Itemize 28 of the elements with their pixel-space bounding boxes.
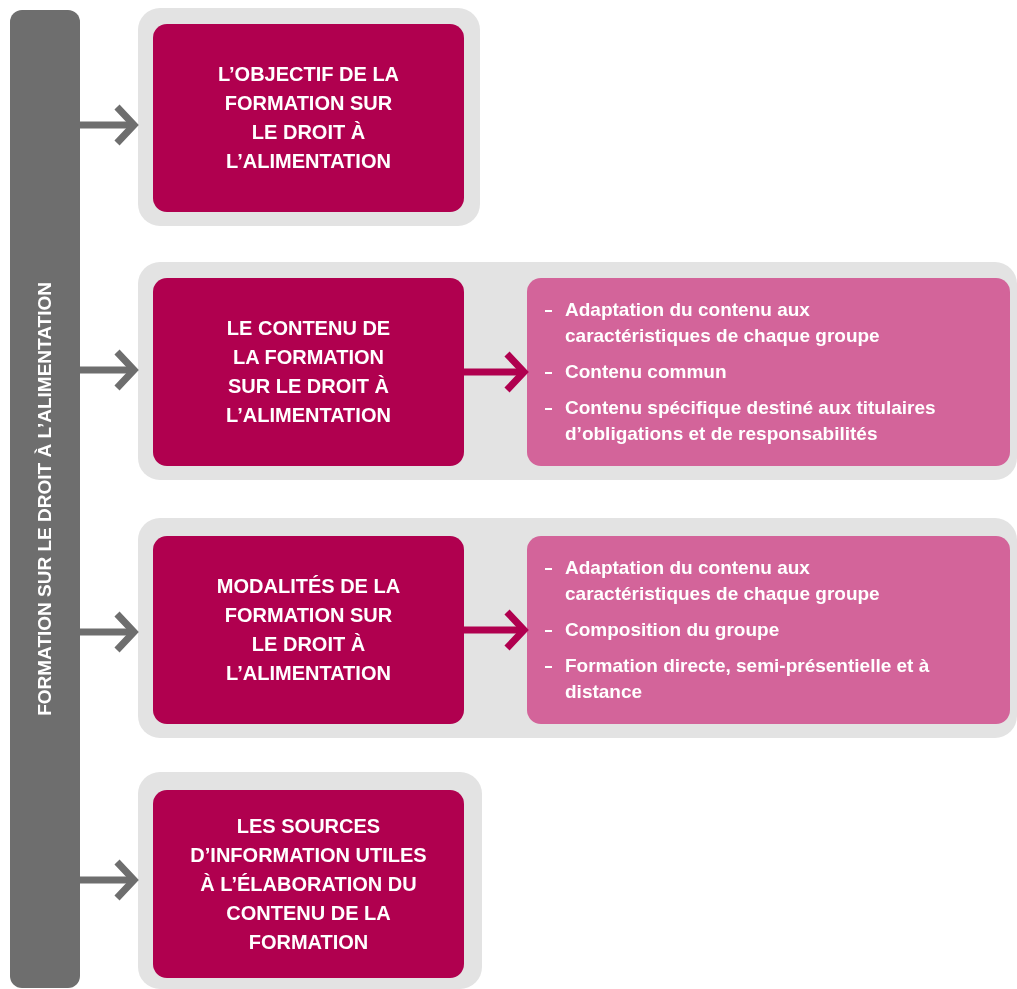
title-box: [153, 790, 464, 978]
list-item: Composition du groupe: [543, 617, 960, 643]
arrow: [80, 103, 138, 147]
arrow: [80, 348, 138, 392]
box-title: LE CONTENU DE LA FORMATION SUR LE DROIT À L’ALIMENTATION: [225, 316, 392, 428]
title-box: [153, 278, 464, 466]
group-band: [138, 8, 480, 226]
group-band: [138, 518, 1017, 738]
box-title: LES SOURCES D’INFORMATION UTILES À L’ÉLABORATION DU CONTENU DE LA FORMATION: [189, 813, 428, 955]
box-title: L’OBJECTIF DE LA FORMATION SUR LE DROIT À L’ALIMENTATION: [216, 62, 401, 174]
group-band: [138, 262, 1017, 480]
title-box: [153, 24, 464, 212]
arrow: [464, 350, 528, 394]
group-band: [138, 772, 482, 989]
list-item: Adaptation du contenu aux caractéristiques de chaque groupe: [543, 555, 960, 607]
list-box: [527, 278, 1010, 466]
arrow: [464, 608, 528, 652]
list-item: Contenu spécifique destiné aux titulaires d’obligations et de responsabilités: [543, 395, 960, 447]
arrow: [80, 858, 138, 902]
list-item: Contenu commun: [543, 359, 960, 385]
title-box: [153, 536, 464, 724]
box-title: MODALITÉS DE LA FORMATION SUR LE DROIT À L’ALIMENTATION: [215, 574, 402, 686]
list-item: Adaptation du contenu aux caractéristiques de chaque groupe: [543, 297, 960, 349]
list-box: [527, 536, 1010, 724]
list-item: Formation directe, semi-présentielle et à distance: [543, 653, 960, 705]
side-bar: [10, 10, 80, 988]
arrow: [80, 610, 138, 654]
vertical-title: FORMATION SUR LE DROIT À L’ALIMENTATION: [34, 282, 56, 716]
